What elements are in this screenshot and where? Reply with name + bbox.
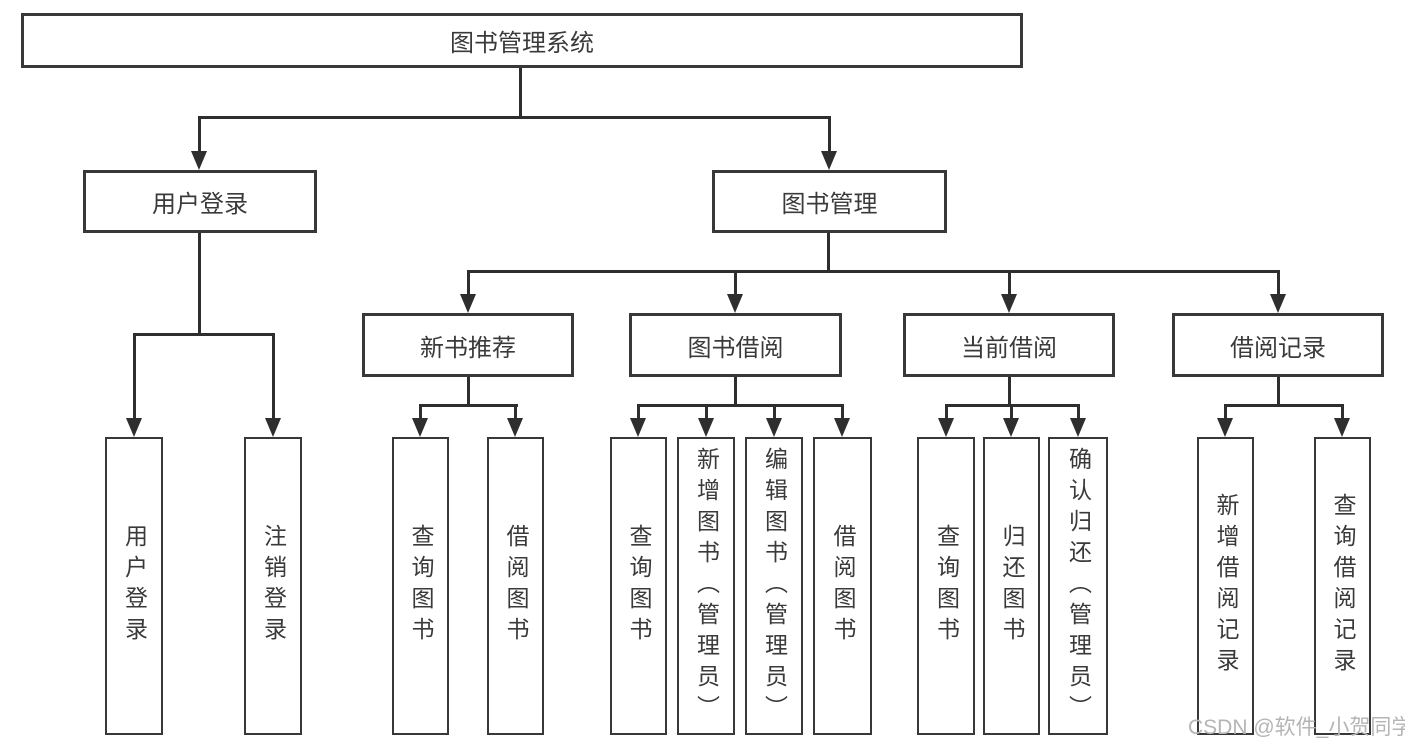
arrow-head: [265, 418, 281, 437]
arrow-head: [126, 418, 142, 437]
leaf-edit-book-admin: 编辑图书（管理员）: [745, 437, 803, 735]
arrow-head: [698, 418, 714, 437]
leaf-add-book-admin-label: 新增图书（管理员）: [693, 446, 720, 726]
connector-line: [705, 404, 708, 421]
arrow-head: [1001, 294, 1017, 313]
connector-line: [827, 233, 830, 273]
node-new-book-recommend: 新书推荐: [362, 313, 574, 377]
arrow-head: [1070, 418, 1086, 437]
leaf-query-borrow-record-label: 查询借阅记录: [1330, 493, 1356, 679]
node-user-login-label: 用户登录: [152, 191, 248, 218]
leaf-query-book-current: 查询图书: [917, 437, 975, 735]
node-book-borrow: 图书借阅: [629, 313, 842, 377]
arrow-head: [507, 418, 523, 437]
connector-line: [1277, 270, 1280, 297]
connector-line: [1277, 377, 1280, 406]
leaf-add-borrow-record: 新增借阅记录: [1197, 437, 1254, 735]
connector-line: [467, 270, 1280, 273]
arrow-head: [1334, 418, 1350, 437]
connector-line: [1077, 404, 1080, 421]
connector-line: [1008, 377, 1011, 406]
connector-line: [519, 68, 522, 118]
connector-line: [1010, 404, 1013, 421]
leaf-borrow-book-label: 借阅图书: [830, 524, 856, 648]
connector-line: [198, 233, 201, 335]
connector-line: [198, 116, 831, 119]
leaf-query-book-recommend: 查询图书: [392, 437, 449, 735]
connector-line: [467, 377, 470, 406]
connector-line: [841, 404, 844, 421]
leaf-confirm-return-admin: 确认归还（管理员）: [1048, 437, 1108, 735]
node-user-login: 用户登录: [83, 170, 317, 233]
node-current-borrow: 当前借阅: [903, 313, 1115, 377]
leaf-confirm-return-admin-label: 确认归还（管理员）: [1065, 446, 1092, 726]
leaf-return-book-label: 归还图书: [999, 524, 1025, 648]
connector-line: [272, 333, 275, 420]
arrow-head: [834, 418, 850, 437]
connector-line: [419, 404, 422, 421]
node-borrow-record: 借阅记录: [1172, 313, 1384, 377]
arrow-head: [821, 151, 837, 170]
leaf-query-book-borrow: 查询图书: [610, 437, 667, 735]
leaf-user-login: 用户登录: [105, 437, 163, 735]
arrow-head: [630, 418, 646, 437]
leaf-edit-book-admin-label: 编辑图书（管理员）: [761, 446, 788, 726]
leaf-borrow-book: 借阅图书: [813, 437, 872, 735]
connector-line: [637, 404, 640, 421]
leaf-add-borrow-record-label: 新增借阅记录: [1213, 493, 1239, 679]
arrow-head: [460, 294, 476, 313]
connector-line: [828, 116, 831, 153]
connector-line: [637, 404, 844, 407]
node-book-borrow-label: 图书借阅: [687, 334, 784, 362]
leaf-borrow-book-recommend-label: 借阅图书: [503, 524, 529, 648]
leaf-query-book-borrow-label: 查询图书: [626, 524, 652, 648]
leaf-logout-label: 注销登录: [260, 524, 287, 648]
connector-line: [467, 270, 470, 297]
connector-line: [1224, 404, 1344, 407]
connector-line: [1341, 404, 1344, 421]
leaf-logout: 注销登录: [244, 437, 302, 735]
leaf-query-borrow-record: 查询借阅记录: [1314, 437, 1371, 735]
watermark-text: CSDN @软件_小贺同学: [1188, 716, 1405, 739]
connector-line: [1008, 270, 1011, 297]
connector-line: [514, 404, 517, 421]
connector-line: [133, 333, 136, 420]
connector-line: [133, 333, 275, 336]
connector-line: [198, 116, 201, 153]
leaf-add-book-admin: 新增图书（管理员）: [677, 437, 735, 735]
node-book-management: 图书管理: [712, 170, 947, 233]
leaf-user-login-label: 用户登录: [121, 524, 148, 648]
node-current-borrow-label: 当前借阅: [961, 334, 1057, 362]
node-borrow-record-label: 借阅记录: [1230, 334, 1326, 362]
arrow-head: [1217, 418, 1233, 437]
node-root: 图书管理系统: [21, 13, 1023, 68]
leaf-borrow-book-recommend: 借阅图书: [487, 437, 544, 735]
arrow-head: [766, 418, 782, 437]
connector-line: [945, 404, 948, 421]
leaf-query-book-recommend-label: 查询图书: [408, 524, 434, 648]
arrow-head: [191, 151, 207, 170]
connector-line: [773, 404, 776, 421]
arrow-head: [412, 418, 428, 437]
node-new-book-recommend-label: 新书推荐: [420, 334, 516, 362]
arrow-head: [938, 418, 954, 437]
leaf-query-book-current-label: 查询图书: [933, 524, 960, 648]
arrow-head: [1003, 418, 1019, 437]
arrow-head: [1270, 294, 1286, 313]
connector-line: [734, 377, 737, 406]
node-root-label: 图书管理系统: [450, 30, 594, 57]
arrow-head: [727, 294, 743, 313]
leaf-return-book: 归还图书: [983, 437, 1040, 735]
connector-line: [734, 270, 737, 297]
connector-line: [419, 404, 518, 407]
node-book-management-label: 图书管理: [781, 191, 878, 218]
connector-line: [1224, 404, 1227, 421]
